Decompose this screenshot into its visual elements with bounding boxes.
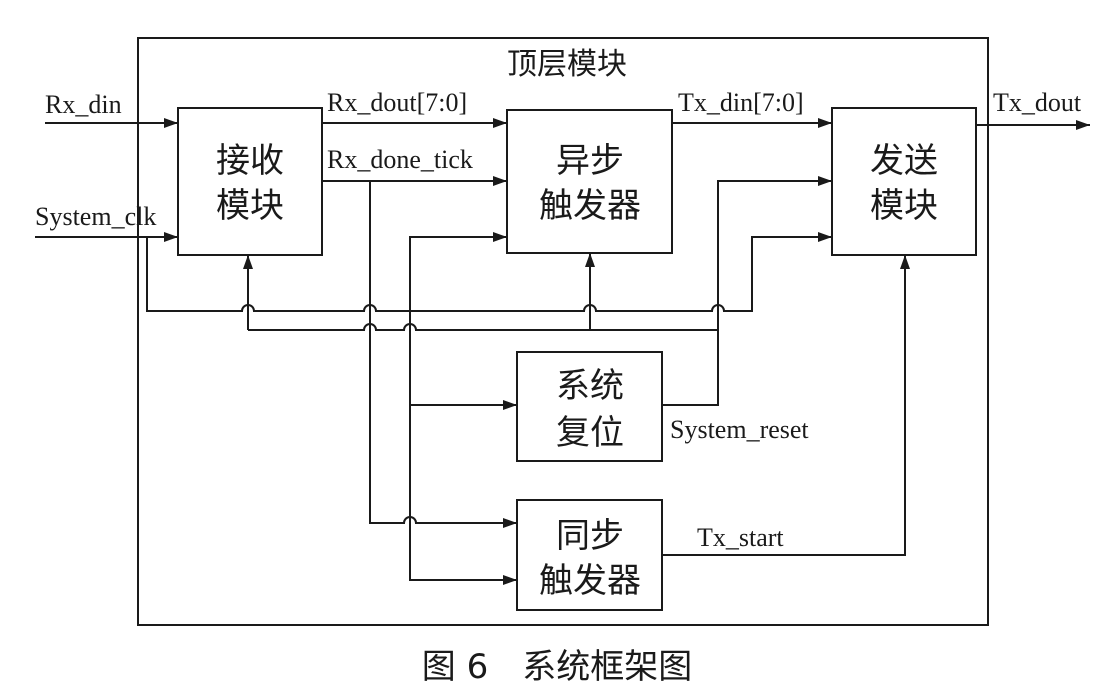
sync-trigger-label-line1: 同步 <box>556 517 624 555</box>
transmitter-module-label-line1: 发送 <box>870 142 938 180</box>
rx-din-label: Rx_din <box>45 90 122 119</box>
system-reset-label-line1: 系统 <box>556 367 624 405</box>
receiver-module-box <box>177 107 323 256</box>
system-clk-label: System_clk <box>35 202 156 231</box>
async-trigger-label-line1: 异步 <box>556 142 624 180</box>
system-reset-label-line2: 复位 <box>556 414 624 452</box>
tx-start-wire <box>662 255 910 556</box>
async-trigger-box <box>506 109 673 254</box>
tx-start-label: Tx_start <box>697 523 784 552</box>
system-reset-block: 系统 复位 <box>516 351 663 462</box>
rx-dout-label: Rx_dout[7:0] <box>327 88 467 117</box>
transmitter-module-box <box>831 107 977 256</box>
top-level-module-title: 顶层模块 <box>507 48 627 81</box>
top-level-module-frame <box>137 37 989 626</box>
figure-caption: 图 6 系统框架图 <box>422 647 692 687</box>
rx-done-tick-branch-wire <box>369 181 517 528</box>
transmitter-module-block: 发送 模块 <box>831 107 977 256</box>
sync-trigger-block: 同步 触发器 <box>516 499 663 611</box>
transmitter-module-label-line2: 模块 <box>870 187 938 225</box>
async-trigger-label-line2: 触发器 <box>539 187 641 225</box>
receiver-module-label-line2: 模块 <box>216 187 284 225</box>
async-trigger-block: 异步 触发器 <box>506 109 673 254</box>
receiver-module-block: 接收 模块 <box>177 107 323 256</box>
system-reset-label: System_reset <box>670 415 809 444</box>
system-clk-to-reset-wire <box>409 311 517 410</box>
tx-din-label: Tx_din[7:0] <box>678 88 804 117</box>
system-clk-vertical-wire <box>409 232 507 311</box>
sync-trigger-label-line2: 触发器 <box>539 562 641 600</box>
tx-dout-label: Tx_dout <box>993 88 1082 117</box>
rx-done-tick-label: Rx_done_tick <box>327 145 473 174</box>
system-reset-box <box>516 351 663 462</box>
receiver-module-label-line1: 接收 <box>216 142 284 180</box>
sync-trigger-box <box>516 499 663 611</box>
system-reset-to-transmitter-wire <box>662 176 832 406</box>
system-reset-bus-wire <box>248 323 718 331</box>
system-clk-to-sync-wire <box>409 405 517 585</box>
